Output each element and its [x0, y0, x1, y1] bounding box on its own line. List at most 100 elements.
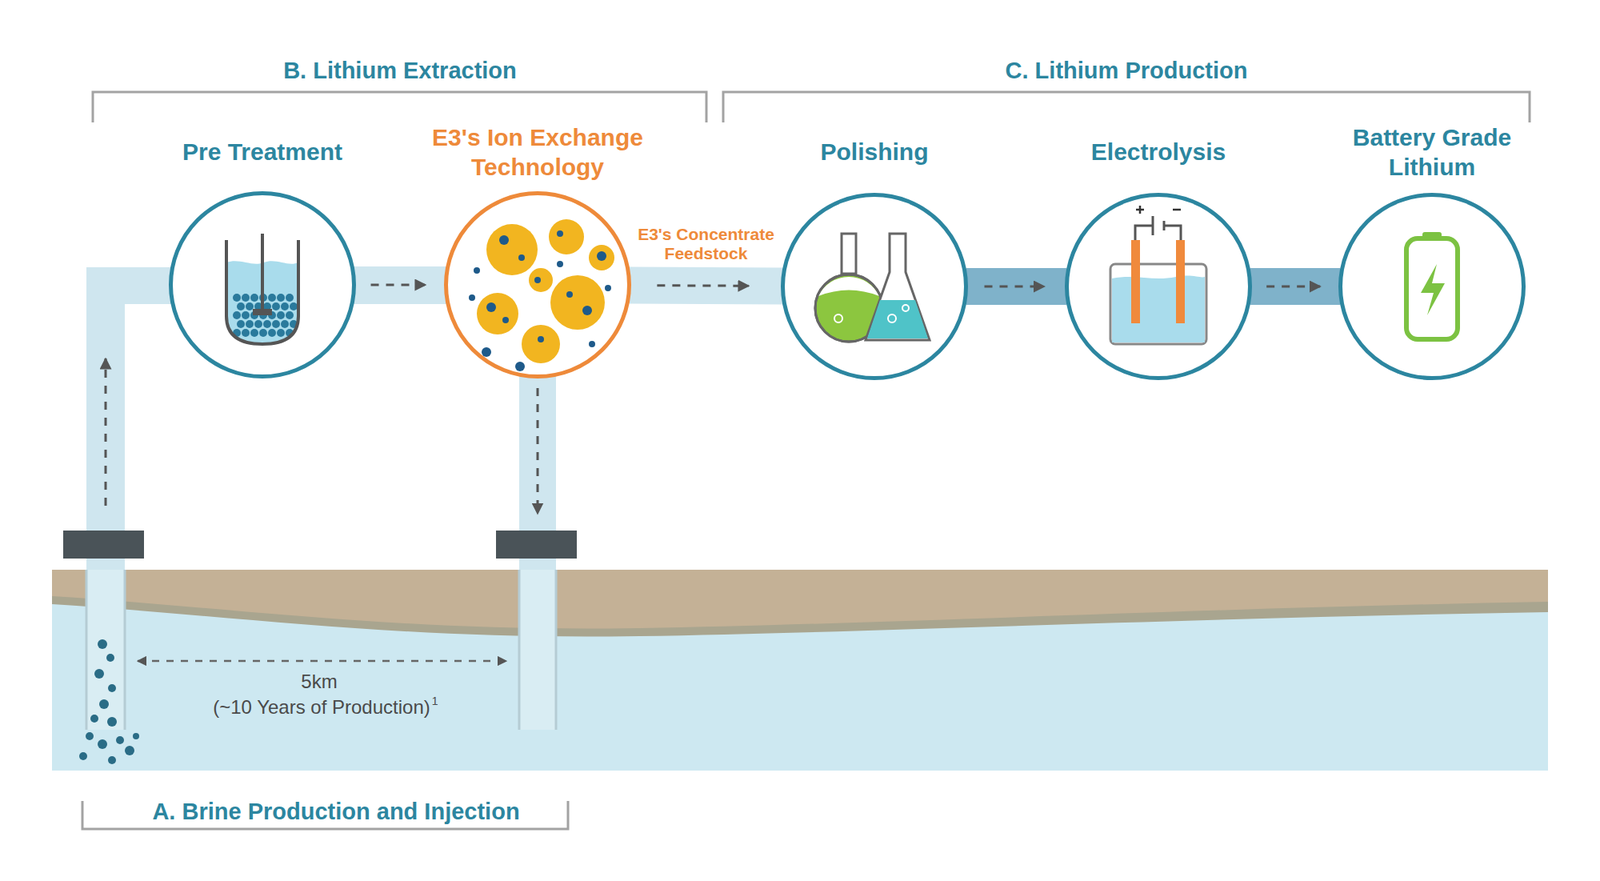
particle [285, 311, 294, 320]
lithium-ion [515, 361, 525, 372]
illustration-part [104, 358, 108, 506]
particle [232, 311, 241, 320]
illustration-part [550, 275, 605, 330]
illustration-part [1112, 276, 1205, 343]
process-node: Pre Treatment [142, 88, 383, 379]
illustration-part [137, 660, 507, 663]
illustration-part [834, 314, 843, 323]
illustration-part [85, 569, 88, 730]
section-label: A. Brine Production and Injection [152, 798, 520, 825]
illustration-part [476, 219, 615, 364]
particle [232, 293, 241, 302]
illustration-part [528, 268, 553, 292]
brine-bubble [107, 716, 117, 727]
particle [276, 293, 285, 302]
lithium-ion [604, 284, 612, 292]
illustration-part [902, 304, 909, 312]
illustration-part [79, 639, 140, 764]
illustration-part [1066, 194, 1251, 379]
illustration-part [588, 244, 615, 271]
illustration-part [1176, 240, 1185, 324]
particle [250, 293, 259, 302]
process-circle [168, 191, 356, 379]
process-node: Polishing [754, 88, 995, 380]
illustration-part [1172, 208, 1181, 212]
particle [250, 328, 259, 337]
illustration-part [782, 194, 967, 379]
pipe [354, 266, 446, 304]
pipe-connector [354, 284, 446, 286]
flow-arrow [1266, 285, 1320, 288]
flow-arrow [371, 284, 426, 287]
illustration-part [519, 569, 556, 730]
particle [236, 302, 245, 311]
illustration-part [260, 233, 264, 314]
particle [241, 328, 250, 337]
illustration-part [232, 293, 298, 337]
node-heading: E3's Ion Exchange Technology [405, 122, 670, 183]
lithium-ion [499, 235, 509, 245]
brine-bubble [79, 752, 88, 760]
particle [268, 328, 276, 337]
particle [280, 320, 289, 328]
brine-bubble [108, 684, 116, 692]
lithium-ion [518, 254, 525, 261]
illustration-part [818, 276, 880, 296]
pipe [1250, 268, 1340, 305]
illustration-part [468, 230, 612, 372]
process-circle [444, 191, 632, 379]
lithium-ion [596, 251, 607, 261]
brine-bubble [106, 653, 115, 662]
lithium-ion [588, 340, 596, 348]
illustration-part [63, 530, 144, 559]
particle [285, 293, 294, 302]
pipe [966, 268, 1067, 305]
pipe [629, 267, 783, 305]
particle [268, 293, 276, 302]
brine-bubble [108, 756, 116, 764]
illustration-part [841, 233, 856, 274]
process-node: Battery Grade Lithium [1336, 88, 1528, 380]
lithium-ion [537, 336, 544, 343]
particle [289, 302, 298, 311]
particle [259, 328, 268, 337]
illustration-part [1135, 225, 1181, 240]
illustration-part [86, 569, 125, 730]
lithium-ion [502, 316, 509, 324]
illustration-part [555, 569, 558, 730]
process-circle [780, 192, 968, 380]
pipe-connector [966, 286, 1067, 288]
illustration-part [1152, 216, 1155, 236]
lithium-ion [486, 302, 496, 312]
illustration-part [1420, 264, 1445, 316]
brine-bubble [97, 639, 108, 649]
illustration-part [226, 240, 299, 344]
illustration-part [536, 388, 540, 514]
flow-arrow [984, 285, 1045, 288]
edge-label: E3's Concentrate Feedstock [626, 224, 787, 264]
particle [276, 311, 285, 320]
lithium-ion [566, 291, 573, 298]
lithium-ion [556, 260, 564, 268]
illustration-part [252, 308, 272, 316]
illustration-part [888, 314, 896, 323]
illustration-part [124, 569, 127, 730]
illustration-part [496, 530, 577, 559]
particle [245, 302, 254, 311]
illustration-part [723, 92, 1530, 123]
brine-bubble [132, 732, 140, 740]
brine-bubble [94, 668, 104, 679]
brine-bubble [99, 699, 109, 709]
illustration-part [867, 300, 928, 339]
flow-arrow [656, 284, 749, 288]
lithium-ion [481, 347, 492, 357]
lithium-ion [534, 276, 541, 284]
illustration-part [445, 192, 630, 377]
illustration-part [52, 604, 1548, 771]
pipe-connector [629, 284, 783, 287]
illustration-part [518, 569, 521, 730]
particle [241, 293, 250, 302]
illustration-part [1110, 264, 1207, 344]
illustration-part [170, 192, 355, 377]
